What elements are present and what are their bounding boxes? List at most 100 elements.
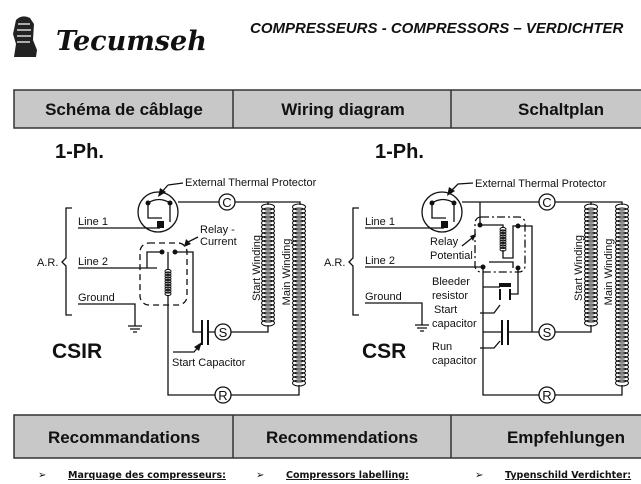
- coil-loop: [261, 219, 275, 227]
- coil-loop: [292, 207, 306, 215]
- coil-loop: [261, 203, 275, 211]
- terminal-s-label: S: [219, 325, 228, 340]
- coil-loop: [615, 271, 629, 279]
- coil-loop: [261, 275, 275, 283]
- coil-loop: [615, 355, 629, 363]
- ar-label: A.R.: [324, 257, 345, 269]
- coil-loop: [615, 231, 629, 239]
- coil-loop: [615, 267, 629, 275]
- coil-loop: [292, 371, 306, 379]
- coil-loop: [164, 281, 172, 287]
- coil-loop: [615, 351, 629, 359]
- ground-label: Ground: [365, 291, 402, 303]
- coil-loop: [615, 323, 629, 331]
- coil-loop: [615, 375, 629, 383]
- phase-label: 1-Ph.: [55, 141, 104, 163]
- coil-loop: [584, 279, 598, 287]
- coil-loop: [615, 339, 629, 347]
- coil-loop: [261, 303, 275, 311]
- coil-loop: [584, 307, 598, 315]
- coil-loop: [615, 331, 629, 339]
- coil-loop: [292, 307, 306, 315]
- coil-loop: [261, 211, 275, 219]
- coil-loop: [584, 223, 598, 231]
- relay-label-2: Potential: [430, 250, 473, 262]
- coil-loop: [261, 263, 275, 271]
- coil-loop: [615, 239, 629, 247]
- coil-loop: [292, 299, 306, 307]
- coil-loop: [292, 243, 306, 251]
- coil-loop: [615, 211, 629, 219]
- coil-loop: [292, 355, 306, 363]
- coil-loop: [292, 263, 306, 271]
- bullet-list: ➢ Marquage des compresseurs: ➢ Compresso…: [38, 470, 631, 481]
- coil-loop: [261, 255, 275, 263]
- coil-loop: [499, 229, 507, 235]
- coil-loop: [292, 295, 306, 303]
- coil-loop: [584, 315, 598, 323]
- coil-loop: [499, 226, 507, 232]
- coil-loop: [499, 246, 507, 252]
- coil-loop: [615, 363, 629, 371]
- coil-loop: [615, 275, 629, 283]
- coil-loop: [615, 259, 629, 267]
- coil-loop: [615, 291, 629, 299]
- arrowhead-bullet-icon: ➢: [475, 470, 483, 481]
- start-capacitor-label: Start Capacitor: [172, 357, 246, 369]
- coil-loop: [164, 273, 172, 279]
- coil-loop: [292, 203, 306, 211]
- coil-loop: [292, 255, 306, 263]
- bleeder-resistor-icon: [499, 283, 511, 287]
- column-header-de: Empfehlungen: [507, 428, 625, 447]
- coil-loop: [261, 259, 275, 267]
- coil-loop: [615, 223, 629, 231]
- coil-loop: [499, 244, 507, 250]
- coil-loop: [584, 263, 598, 271]
- coil-loop: [292, 359, 306, 367]
- coil-loop: [615, 335, 629, 343]
- coil-loop: [292, 227, 306, 235]
- coil-loop: [615, 327, 629, 335]
- coil-loop: [615, 247, 629, 255]
- coil-loop: [615, 235, 629, 243]
- diagram-type-label: CSR: [362, 340, 406, 363]
- coil-loop: [615, 315, 629, 323]
- thermal-protector-icon: [137, 191, 179, 233]
- coil-loop: [292, 271, 306, 279]
- coil-loop: [292, 239, 306, 247]
- coil-loop: [261, 279, 275, 287]
- coil-loop: [499, 239, 507, 245]
- coil-loop: [292, 351, 306, 359]
- coil-loop: [584, 255, 598, 263]
- coil-loop: [292, 327, 306, 335]
- coil-loop: [261, 207, 275, 215]
- column-header-fr: Recommandations: [48, 428, 200, 447]
- coil-loop: [584, 283, 598, 291]
- coil-loop: [164, 278, 172, 284]
- coil-loop: [584, 271, 598, 279]
- coil-loop: [261, 235, 275, 243]
- coil-loop: [584, 215, 598, 223]
- coil-loop: [615, 359, 629, 367]
- coil-loop: [584, 239, 598, 247]
- main-winding-coil-icon: [615, 203, 629, 387]
- coil-loop: [292, 323, 306, 331]
- coil-loop: [584, 303, 598, 311]
- logo-wordmark: Tecumseh: [56, 26, 207, 57]
- coil-loop: [292, 287, 306, 295]
- coil-loop: [584, 247, 598, 255]
- coil-loop: [615, 203, 629, 211]
- coil-loop: [261, 223, 275, 231]
- coil-loop: [164, 276, 172, 282]
- start-winding-label: Start Winding: [573, 235, 585, 301]
- thermal-protector-icon: [421, 191, 463, 233]
- csir-wiring-diagram: 1-Ph. CSIR External Thermal Protector St…: [37, 141, 317, 404]
- terminal-s-label: S: [543, 325, 552, 340]
- coil-loop: [292, 363, 306, 371]
- chief-head-icon: [13, 16, 37, 57]
- coil-loop: [292, 259, 306, 267]
- start-capacitor-icon: [499, 289, 511, 300]
- coil-loop: [292, 223, 306, 231]
- coil-loop: [292, 303, 306, 311]
